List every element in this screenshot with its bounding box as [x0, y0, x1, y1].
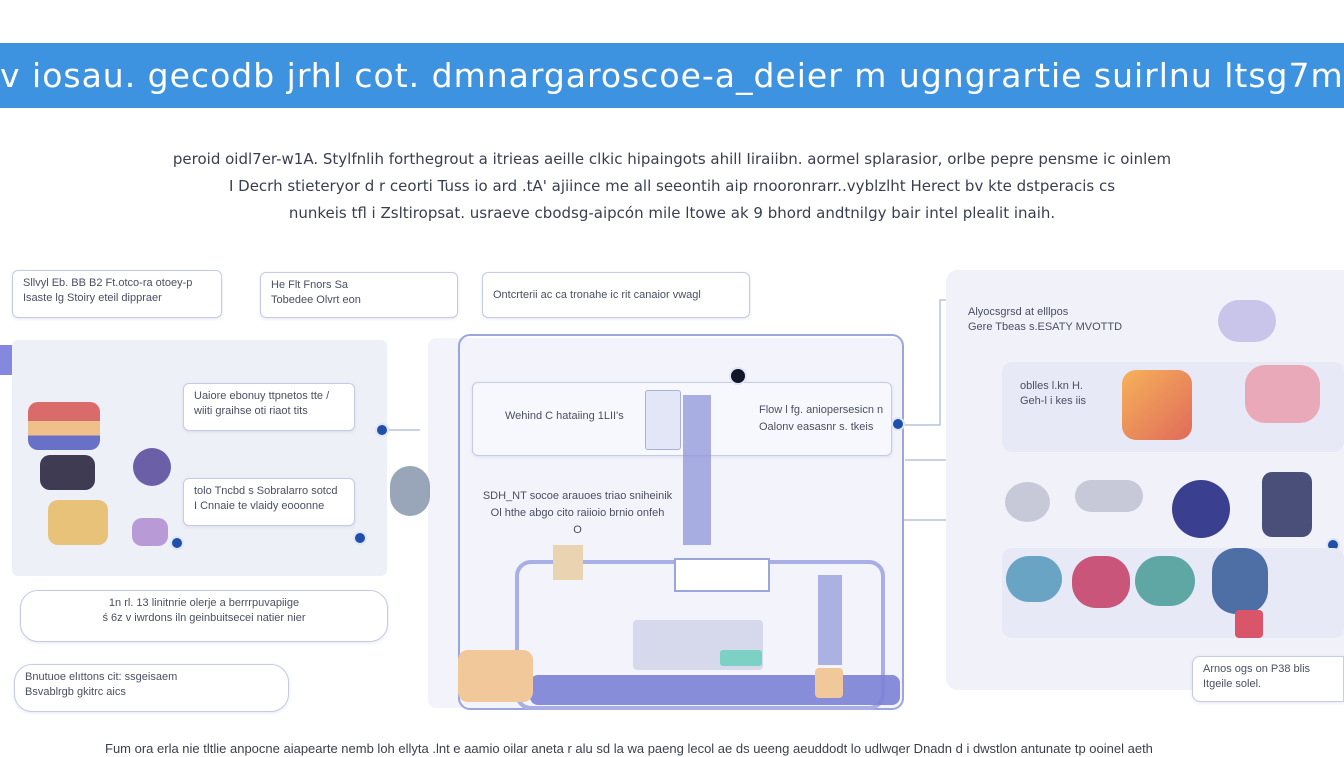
right-top-label: Alyocsgrsd at elllpos Gere Tbeas s.ESATY… [968, 306, 1123, 333]
gift-illustration-icon [1235, 610, 1263, 638]
document-icon [645, 390, 681, 450]
center-base-bar [530, 675, 900, 705]
center-pillar-right [818, 575, 842, 665]
left-node-dot [377, 425, 387, 435]
center-box-a-text: Wehind C hataiing 1LII's [505, 410, 624, 422]
center-box-a-frame [472, 382, 892, 456]
globe-illustration-icon [1172, 480, 1230, 538]
center-box-b: Flow l fg. aniopersesicn n Oalonv easasn… [759, 404, 884, 433]
teal-block-icon [720, 650, 762, 666]
center-box-c: SDH_NT socoe arauoes triao sniheinik Ol … [482, 490, 673, 536]
center-inner-box [674, 558, 770, 592]
left-card-1: Uaiore ebonuy ttpnetos tte / wiiti graih… [183, 383, 355, 431]
header-banner: v iosau. gecodb jrhl cot. dmnargaroscoe-… [0, 43, 1344, 108]
center-top-right-label: Ontcrterii ac ca tronahe ic rit canaior … [482, 272, 750, 318]
small-cup-icon [815, 668, 843, 698]
left-top-label: Sllvyl Eb. BB B2 Ft.otco-ra otoey-p Isas… [12, 270, 222, 318]
intro-paragraph: peroid oidl7er-w1A. Stylfnlih forthegrou… [80, 146, 1264, 227]
box-illustration-icon [48, 500, 108, 545]
device-illustration-icon [40, 455, 95, 490]
intro-line-1: peroid oidl7er-w1A. Stylfnlih forthegrou… [172, 150, 1172, 168]
creature-illustration-icon [1072, 556, 1130, 608]
small-box-icon [553, 545, 583, 580]
intro-line-3: nunkeis tfl i Zsltiropsat. usraeve cbods… [288, 204, 1056, 222]
center-pillar [683, 395, 711, 545]
center-top-left-label: He Flt Fnors Sa Tobedee Olvrt eon [260, 272, 458, 318]
left-node-dot-2 [172, 538, 182, 548]
left-corner-label: Bnutuoe elıttons cit: ssgeisaem Bsvablrg… [14, 664, 289, 712]
footer-text: Fum ora erla nie tltlie anpocne aiapeart… [105, 741, 1153, 756]
bird-illustration-icon [1006, 556, 1062, 602]
left-bottom-label: 1n rl. 13 linitnrie olerje a berrrpuvapi… [20, 590, 388, 642]
right-edge-node-dot [1328, 540, 1338, 550]
right-mid-label: oblles l.kn H. Geh-l i kes iis [1020, 380, 1087, 407]
page-title: v iosau. gecodb jrhl cot. dmnargaroscoe-… [0, 56, 1344, 95]
leaf-illustration-icon [1135, 556, 1195, 606]
person-illustration-icon [390, 466, 430, 516]
center-top-node-dot [731, 369, 745, 383]
laptop-illustration-icon [132, 518, 168, 546]
coffee-mug-icon [458, 650, 533, 702]
right-bottom-label: Arnos ogs on P38 blis Itgeile solel. [1192, 656, 1344, 702]
center-right-node-dot [893, 419, 903, 429]
left-card-2: tolo Tncbd s Sobralarro sotcd I Cnnaie t… [183, 478, 355, 526]
robot-head-icon [133, 448, 171, 486]
phone-illustration-icon [1262, 472, 1312, 537]
jet-illustration-icon [1075, 480, 1143, 512]
building-illustration-icon [1245, 365, 1320, 423]
intro-line-2: I Decrh stieteryor d r ceorti Tuss io ar… [228, 177, 1116, 195]
figure-illustration-icon [1212, 548, 1268, 614]
plane-illustration-icon [1005, 482, 1050, 522]
house-illustration-icon [1122, 370, 1192, 440]
cloud-device-icon [1218, 300, 1276, 342]
window-illustration-icon [28, 402, 100, 450]
left-node-dot-3 [355, 533, 365, 543]
